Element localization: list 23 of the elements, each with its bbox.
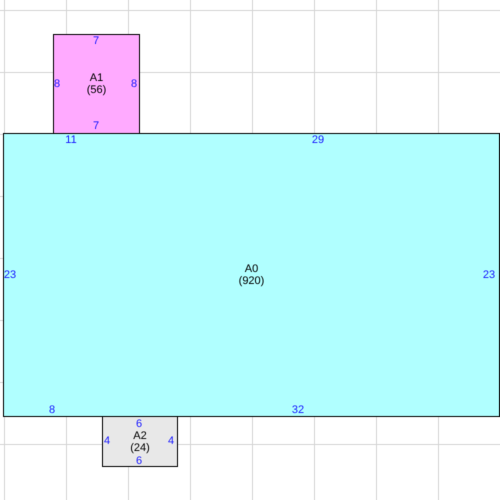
dimension-label: 4 <box>168 435 174 447</box>
area-name: A0 <box>244 263 258 275</box>
dimension-label: 4 <box>104 435 110 447</box>
dimension-label: 7 <box>92 120 100 132</box>
dimension-label: 8 <box>54 78 60 90</box>
dimension-label: 23 <box>482 269 496 281</box>
area-name: A1 <box>90 72 104 84</box>
dimension-label: 7 <box>92 35 100 47</box>
area-size: (56) <box>86 84 106 96</box>
dimension-label: 11 <box>65 134 77 146</box>
area-size: (920) <box>238 275 264 287</box>
room-area <box>102 416 178 467</box>
room-area <box>53 34 140 134</box>
dimension-label: 29 <box>312 134 324 146</box>
dimension-label: 8 <box>48 404 56 416</box>
area-size: (24) <box>130 442 150 454</box>
dimension-label: 23 <box>4 269 16 281</box>
dimension-label: 6 <box>136 418 142 430</box>
area-name: A2 <box>133 430 147 442</box>
dimension-label: 32 <box>292 404 304 416</box>
dimension-label: 6 <box>136 455 142 467</box>
dimension-label: 8 <box>130 78 138 90</box>
room-area <box>3 133 500 417</box>
